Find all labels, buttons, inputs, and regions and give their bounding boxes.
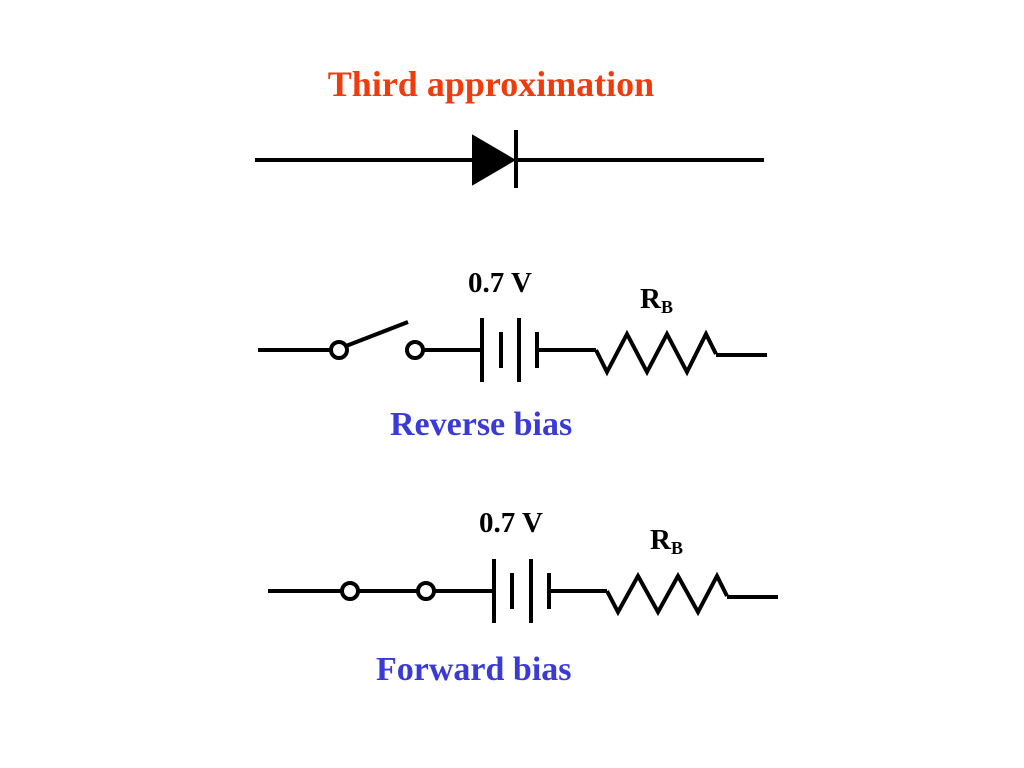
reverse-resistor (594, 329, 718, 377)
forward-resistor-subscript: B (670, 538, 683, 558)
forward-bias-circuit (268, 559, 778, 623)
reverse-resistor-label: RB (640, 283, 673, 317)
forward-resistor-letter: R (650, 524, 671, 556)
reverse-switch-terminal-left (329, 340, 349, 360)
diode-symbol (255, 130, 764, 188)
reverse-switch-terminal-right (405, 340, 425, 360)
forward-bias-caption: Forward bias (376, 651, 572, 688)
reverse-resistor-subscript: B (660, 297, 673, 317)
reverse-bias-caption: Reverse bias (390, 406, 573, 443)
reverse-voltage-label: 0.7 V (468, 267, 532, 299)
forward-voltage-label: 0.7 V (479, 507, 543, 539)
reverse-bias-circuit (258, 318, 767, 382)
forward-switch-terminal-right (416, 581, 436, 601)
reverse-switch-blade (345, 320, 409, 348)
forward-switch-terminal-left (340, 581, 360, 601)
diode-triangle (472, 134, 516, 186)
page-title: Third approximation (327, 64, 655, 104)
reverse-resistor-letter: R (640, 283, 661, 315)
forward-resistor (605, 571, 729, 617)
forward-resistor-label: RB (650, 524, 683, 558)
